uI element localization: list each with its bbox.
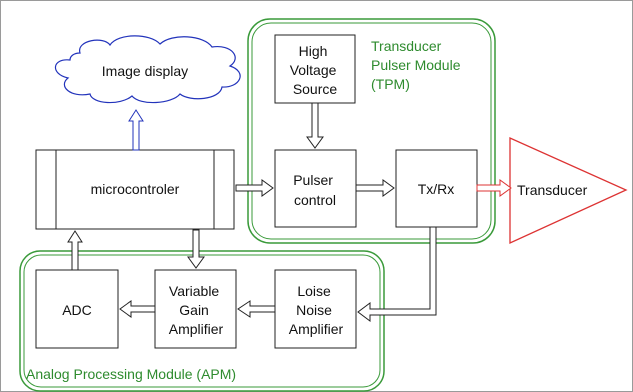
tpm-module-outline (247, 18, 496, 244)
lna-block: Loise Noise Amplifier (274, 269, 357, 349)
tpm-label-line-2: Pulser Module (371, 57, 461, 73)
tpm-label-line-3: (TPM) (371, 76, 410, 92)
arrow-vga-to-adc (119, 300, 156, 318)
apm-module-outline (19, 250, 385, 392)
pulser-control-label: Pulser control (293, 172, 337, 208)
lna-line-2: Noise (296, 302, 332, 318)
lna-line-3: Amplifier (289, 321, 344, 337)
hvs-line-2: Voltage (290, 62, 337, 78)
arrow-hvs-to-pulser (306, 102, 324, 149)
microcontroller-label: microcontroler (91, 181, 180, 197)
arrow-micro-to-pulser (235, 179, 274, 197)
adc-block: ADC (35, 269, 119, 349)
image-display-label: Image display (102, 63, 188, 79)
pulser-line-2: control (294, 192, 336, 208)
pulser-line-1: Pulser (293, 172, 333, 188)
transducer-label: Transducer (517, 182, 588, 198)
vga-label: Variable Gain Amplifier (169, 283, 224, 337)
pulser-control-block: Pulser control (274, 149, 357, 228)
txrx-block: Tx/Rx (395, 149, 478, 228)
vga-line-2: Gain (179, 302, 209, 318)
txrx-label: Tx/Rx (418, 181, 455, 197)
hvs-line-3: Source (293, 81, 338, 97)
microcontroller-block: microcontroler (35, 149, 235, 230)
high-voltage-source-label: High Voltage Source (290, 43, 341, 97)
hvs-line-1: High (299, 43, 328, 59)
arrow-txrx-to-lna (357, 226, 437, 322)
lna-label: Loise Noise Amplifier (289, 283, 344, 337)
tpm-label-line-1: Transducer (371, 38, 442, 54)
arrow-to-image-display (128, 109, 144, 151)
arrow-lna-to-vga (237, 300, 276, 318)
high-voltage-source-block: High Voltage Source (274, 34, 356, 104)
transducer-block: Transducer (509, 136, 628, 245)
lna-line-1: Loise (297, 283, 331, 299)
vga-line-1: Variable (169, 283, 220, 299)
arrow-pulser-to-txrx (355, 179, 395, 197)
arrow-micro-to-vga (187, 229, 205, 269)
vga-line-3: Amplifier (169, 321, 224, 337)
adc-label: ADC (62, 302, 92, 318)
arrow-adc-to-micro (67, 230, 83, 271)
arrow-txrx-to-transducer (476, 179, 512, 197)
apm-label: Analog Processing Module (APM) (26, 366, 236, 382)
image-display-cloud: Image display (54, 35, 241, 104)
vga-block: Variable Gain Amplifier (154, 269, 237, 349)
tpm-label: Transducer Pulser Module (TPM) (371, 38, 464, 92)
